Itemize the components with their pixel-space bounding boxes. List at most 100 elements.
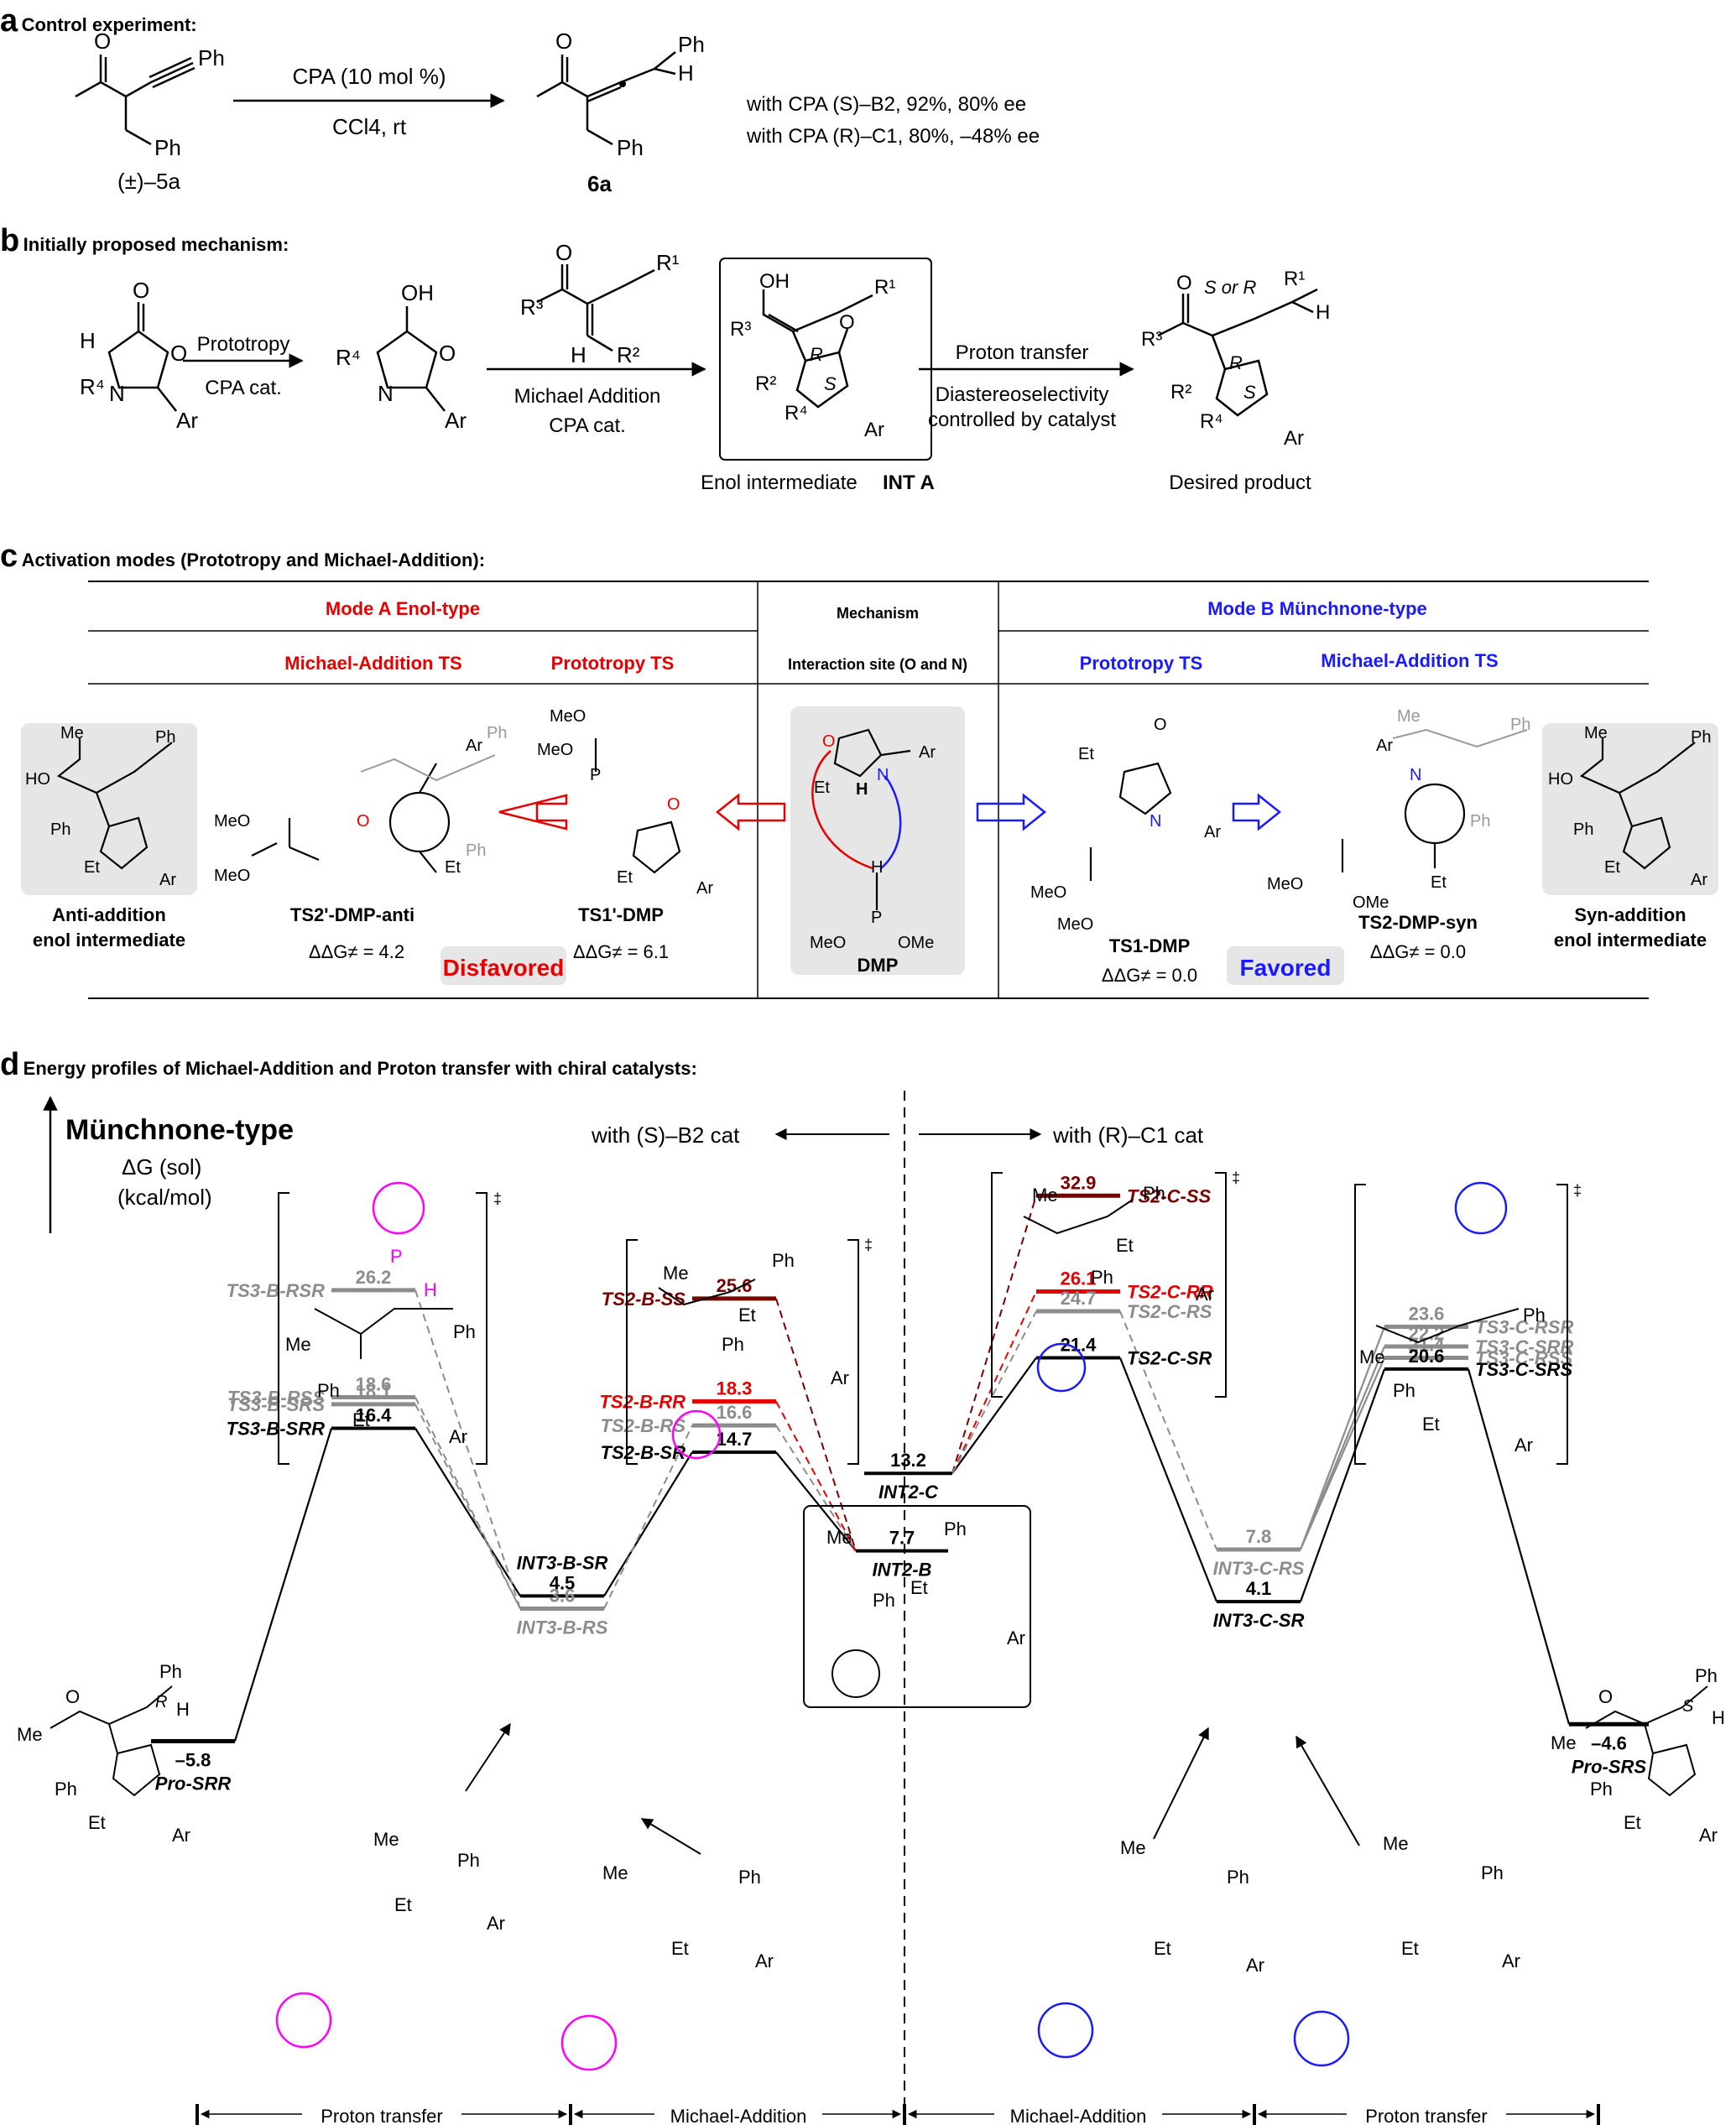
level-name: INT2-B	[873, 1560, 932, 1581]
ts1-label: TS1-DMP	[1109, 935, 1191, 956]
oxygen-label: O	[439, 341, 456, 366]
ho-label: HO	[1548, 770, 1573, 789]
p-label: P	[871, 909, 882, 927]
int3-structures: Me Ph Et Ar Me Ph Et Ar Me Ph Et Ar Me P…	[275, 1829, 1520, 2071]
stage-label: Michael-Addition	[670, 2106, 807, 2125]
cpa-catalyst-blue	[1293, 2010, 1350, 2067]
arrow-label: CPA cat.	[549, 414, 626, 437]
syn-enol-caption-1: Syn-addition	[1574, 904, 1686, 925]
et-label: Et	[910, 1577, 928, 1598]
meo-label: MeO	[810, 934, 846, 952]
me-label: Me	[373, 1829, 399, 1850]
prototropy-ts-header: Prototropy TS	[551, 653, 675, 674]
ome-label: OMe	[1353, 893, 1389, 912]
me-label: Me	[1120, 1837, 1146, 1858]
energy-value: 18.1	[356, 1381, 392, 1402]
ts-bracket-mid-right	[991, 1172, 1227, 1398]
ph-label: Ph	[1691, 728, 1711, 747]
ts2-syn-label: TS2-DMP-syn	[1358, 912, 1478, 933]
int-a-structure	[762, 289, 873, 409]
r1-label: R¹	[874, 276, 895, 299]
stage-label-bg	[1347, 2102, 1506, 2125]
energy-value: 24.7	[1061, 1288, 1097, 1309]
cpa-catalyst-magenta	[372, 1181, 425, 1235]
oxygen-label: O	[822, 732, 836, 751]
ph-label: Ph	[198, 45, 225, 70]
product-label: 6a	[587, 171, 612, 196]
energy-value: –5.8	[175, 1749, 211, 1770]
et-label: Et	[1116, 1235, 1134, 1256]
ph-label: Ph	[722, 1334, 744, 1355]
et-label: Et	[738, 1305, 756, 1326]
ts1-prime-label: TS1'-DMP	[578, 904, 664, 925]
ts2-anti-structure	[251, 763, 451, 873]
profile-connector	[414, 1427, 521, 1596]
ph-label: Ph	[50, 820, 70, 839]
ts1-ddg: ΔΔG≠ = 0.0	[1102, 965, 1197, 986]
ar-label: Ar	[1691, 871, 1707, 889]
h-label: H	[424, 1279, 437, 1300]
product-6a-structure	[536, 51, 676, 146]
ar-label: Ar	[1246, 1955, 1264, 1976]
profile-connector	[414, 1404, 521, 1609]
cpa-catalyst-magenta	[560, 2014, 618, 2071]
enone-structure	[536, 264, 655, 352]
ts-dagger: ‡	[493, 1190, 502, 1207]
red-hollow-arrow	[498, 794, 568, 831]
mode-b-header: Mode B Münchnone-type	[1207, 598, 1427, 619]
ph-label: Ph	[155, 728, 175, 747]
profile-connector	[1299, 1368, 1386, 1602]
pointer-arrow	[640, 1818, 701, 1855]
stereo-descriptor: S or R	[1204, 277, 1256, 298]
axis-title: Münchnone-type	[65, 1114, 294, 1146]
energy-value: 7.7	[889, 1528, 915, 1549]
prototropy-ts-header: Prototropy TS	[1080, 653, 1203, 674]
h-label: H	[1712, 1707, 1725, 1728]
blue-hollow-arrow	[976, 793, 1047, 831]
ts1-prime-ddg: ΔΔG≠ = 6.1	[573, 941, 669, 962]
profile-connector	[775, 1298, 857, 1551]
et-label: Et	[1078, 745, 1094, 763]
meo-label: MeO	[1030, 883, 1066, 902]
pro-srr-structure	[50, 1685, 173, 1797]
profile-connector	[1118, 1357, 1218, 1602]
substrate-5a-structure	[75, 55, 195, 146]
energy-value: 26.2	[356, 1267, 392, 1288]
profile-connector	[1299, 1326, 1386, 1550]
ar-label: Ar	[445, 408, 467, 433]
ph-label: Ph	[1481, 1862, 1504, 1883]
r3-label: R³	[730, 318, 751, 341]
ar-label: Ar	[1284, 427, 1304, 450]
level-name: TS3-C-RSR	[1475, 1317, 1573, 1338]
panel-letter: b	[0, 223, 20, 258]
ph-label: Ph	[944, 1518, 967, 1539]
desired-product-caption: Desired product	[1169, 471, 1311, 494]
ph-label: Ph	[1470, 812, 1490, 831]
energy-value: 7.8	[1246, 1526, 1272, 1547]
cpa-catalyst-magenta	[671, 1409, 722, 1460]
meo-label: MeO	[214, 812, 250, 831]
ts2-syn-structure	[1341, 783, 1466, 872]
ph-label: Ph	[55, 1779, 77, 1799]
et-label: Et	[88, 1812, 106, 1833]
et-label: Et	[352, 1409, 370, 1430]
ar-label: Ar	[1196, 1284, 1214, 1305]
arrow-label: Michael Addition	[514, 385, 661, 408]
me-label: Me	[285, 1334, 311, 1355]
level-name: TS3-B-RSS	[227, 1388, 325, 1409]
favored-label: Favored	[1240, 955, 1332, 981]
p-label: P	[390, 1246, 403, 1267]
ar-label: Ar	[864, 419, 884, 441]
ar-label: Ar	[831, 1367, 849, 1388]
stage-label-bg	[654, 2102, 822, 2125]
ts-bracket-mid-left	[626, 1239, 859, 1465]
me-label: Me	[663, 1263, 689, 1284]
substrate-label: (±)–5a	[117, 169, 181, 194]
anti-enol-structure	[56, 738, 173, 870]
ph-label: Ph	[453, 1321, 476, 1342]
oh-label: OH	[401, 280, 434, 305]
h-label: H	[1316, 301, 1330, 324]
ts1-prime-structure	[594, 738, 681, 874]
disfavored-label: Disfavored	[443, 955, 565, 981]
ph-label: Ph	[154, 135, 181, 160]
